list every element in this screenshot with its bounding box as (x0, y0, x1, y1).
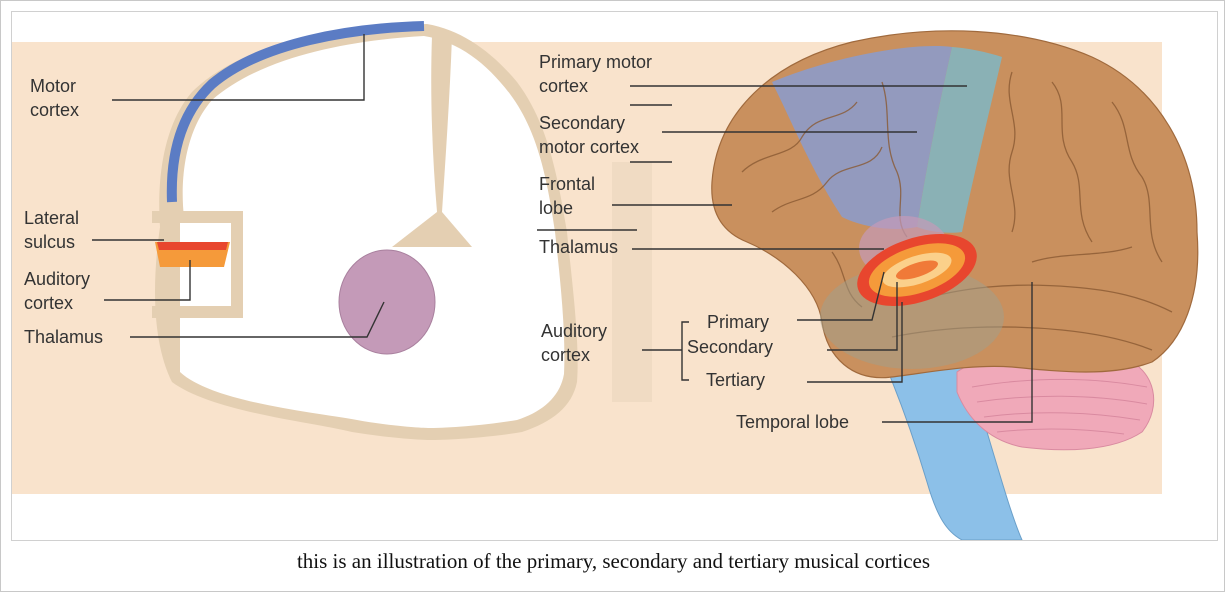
label-secondary-motor-line2: motor cortex (539, 137, 639, 157)
label-frontal-lobe-line2: lobe (539, 198, 573, 218)
label-primary-motor-line1: Primary motor (539, 52, 652, 72)
label-auditory-cortex-line1: Auditory (24, 269, 90, 289)
label-lateral-sulcus-line2: sulcus (24, 232, 75, 252)
coronal-section (152, 24, 578, 440)
label-motor-cortex-line2: cortex (30, 100, 79, 120)
label-tertiary: Tertiary (706, 370, 765, 390)
coronal-auditory-cortex-core (157, 242, 228, 250)
label-auditory-cortex-line2: cortex (24, 293, 73, 313)
lateral-ghost-section (612, 162, 652, 402)
label-temporal-lobe: Temporal lobe (736, 412, 849, 432)
brain-diagram: Motor cortex Lateral sulcus Auditory cor… (12, 12, 1217, 540)
label-lateral-thalamus: Thalamus (539, 237, 618, 257)
coronal-thalamus (339, 250, 435, 354)
label-primary-motor-line2: cortex (539, 76, 588, 96)
figure-caption: this is an illustration of the primary, … (1, 549, 1225, 574)
label-coronal-thalamus: Thalamus (24, 327, 103, 347)
label-primary: Primary (707, 312, 769, 332)
label-frontal-lobe-line1: Frontal (539, 174, 595, 194)
label-motor-cortex-line1: Motor (30, 76, 76, 96)
label-lateral-sulcus-line1: Lateral (24, 208, 79, 228)
diagram-panel: Motor cortex Lateral sulcus Auditory cor… (11, 11, 1218, 541)
label-secondary: Secondary (687, 337, 773, 357)
label-lateral-auditory-line2: cortex (541, 345, 590, 365)
label-secondary-motor-line1: Secondary (539, 113, 625, 133)
label-lateral-auditory-line1: Auditory (541, 321, 607, 341)
